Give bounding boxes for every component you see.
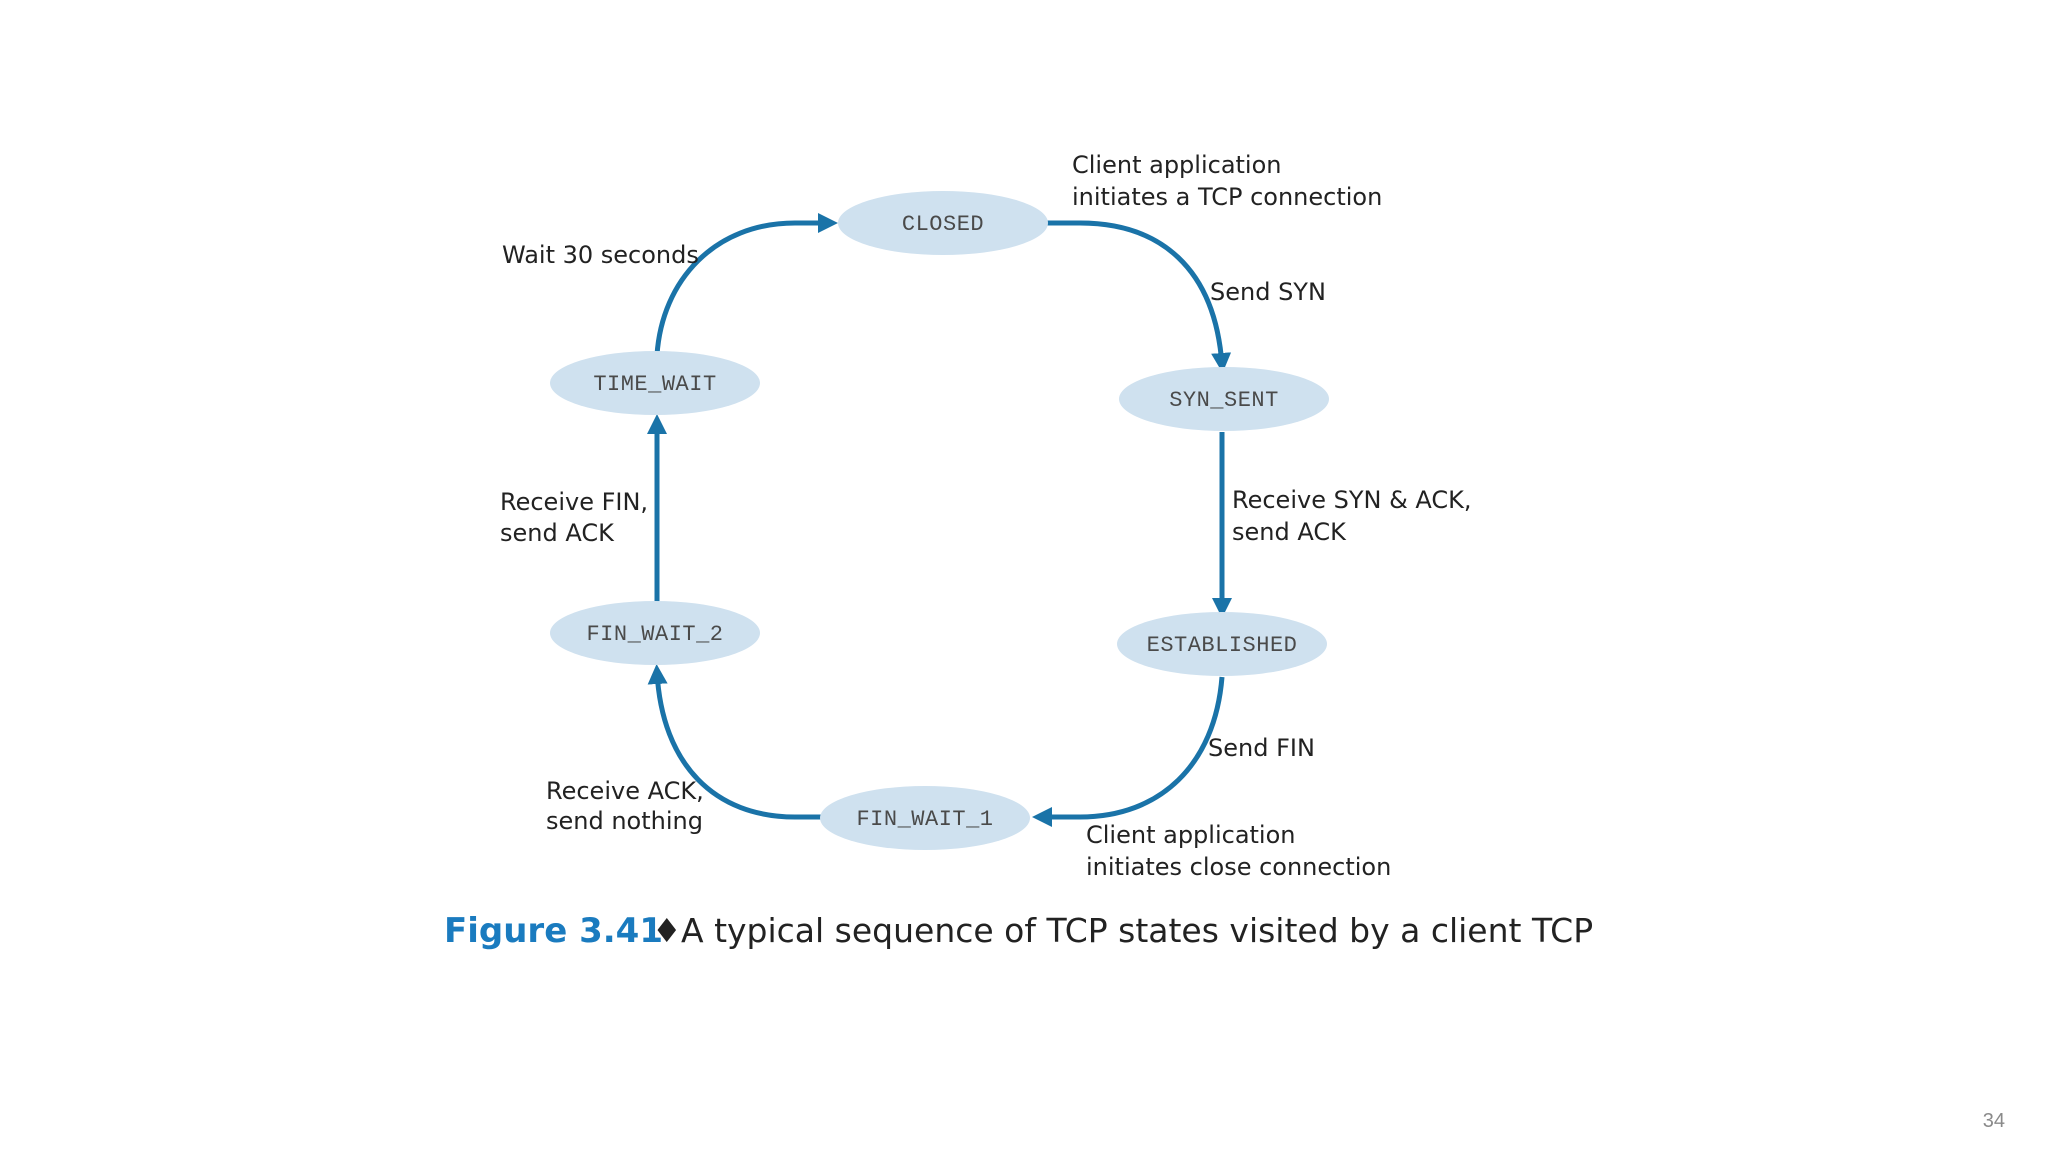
arrow-closed-to-syn-sent <box>1047 220 1232 373</box>
state-time-wait: TIME_WAIT <box>550 351 760 415</box>
label-client-initiates-line1: Client application <box>1072 151 1282 179</box>
figure-caption: Figure 3.41 ♦ A typical sequence of TCP … <box>444 911 1593 951</box>
label-send-syn: Send SYN <box>1210 278 1326 306</box>
label-client-close-line2: initiates close connection <box>1086 853 1391 881</box>
label-receive-fin-line1: Receive FIN, <box>500 488 648 516</box>
caption-text: A typical sequence of TCP states visited… <box>681 911 1593 950</box>
state-fin-wait-2-label: FIN_WAIT_2 <box>586 622 723 647</box>
arrow-established-to-fin-wait-1 <box>1032 676 1225 827</box>
state-time-wait-shape <box>550 351 760 415</box>
state-fin-wait-1-label: FIN_WAIT_1 <box>856 807 993 832</box>
label-receive-fin-line2: send ACK <box>500 519 615 547</box>
state-established: ESTABLISHED <box>1117 612 1327 676</box>
label-receive-syn-ack-line2: send ACK <box>1232 518 1347 546</box>
state-closed-shape <box>838 191 1048 255</box>
state-fin-wait-2: FIN_WAIT_2 <box>550 601 760 665</box>
caption-separator: ♦ <box>652 911 682 950</box>
state-syn-sent: SYN_SENT <box>1119 367 1329 431</box>
state-established-shape <box>1117 612 1327 676</box>
state-fin-wait-1: FIN_WAIT_1 <box>820 786 1030 850</box>
label-receive-syn-ack-line1: Receive SYN & ACK, <box>1232 486 1472 514</box>
label-receive-ack-line2: send nothing <box>546 807 703 835</box>
caption-figure-number: Figure 3.41 <box>444 911 663 951</box>
state-fin-wait-1-shape <box>820 786 1030 850</box>
page-number: 34 <box>1983 1110 2005 1132</box>
state-time-wait-label: TIME_WAIT <box>593 372 716 397</box>
arrow-fin-wait-1-to-fin-wait-2 <box>647 664 824 820</box>
state-established-label: ESTABLISHED <box>1147 633 1298 658</box>
state-syn-sent-label: SYN_SENT <box>1169 388 1279 413</box>
label-client-initiates-line2: initiates a TCP connection <box>1072 183 1382 211</box>
state-closed: CLOSED <box>838 191 1048 255</box>
label-wait-30-seconds: Wait 30 seconds <box>502 241 699 269</box>
label-client-close-line1: Client application <box>1086 821 1296 849</box>
label-send-fin: Send FIN <box>1208 734 1315 762</box>
transition-arrows <box>647 213 1232 827</box>
state-closed-label: CLOSED <box>902 212 984 237</box>
label-receive-ack-line1: Receive ACK, <box>546 777 704 805</box>
state-syn-sent-shape <box>1119 367 1329 431</box>
state-fin-wait-2-shape <box>550 601 760 665</box>
arrow-time-wait-to-closed <box>654 213 838 356</box>
